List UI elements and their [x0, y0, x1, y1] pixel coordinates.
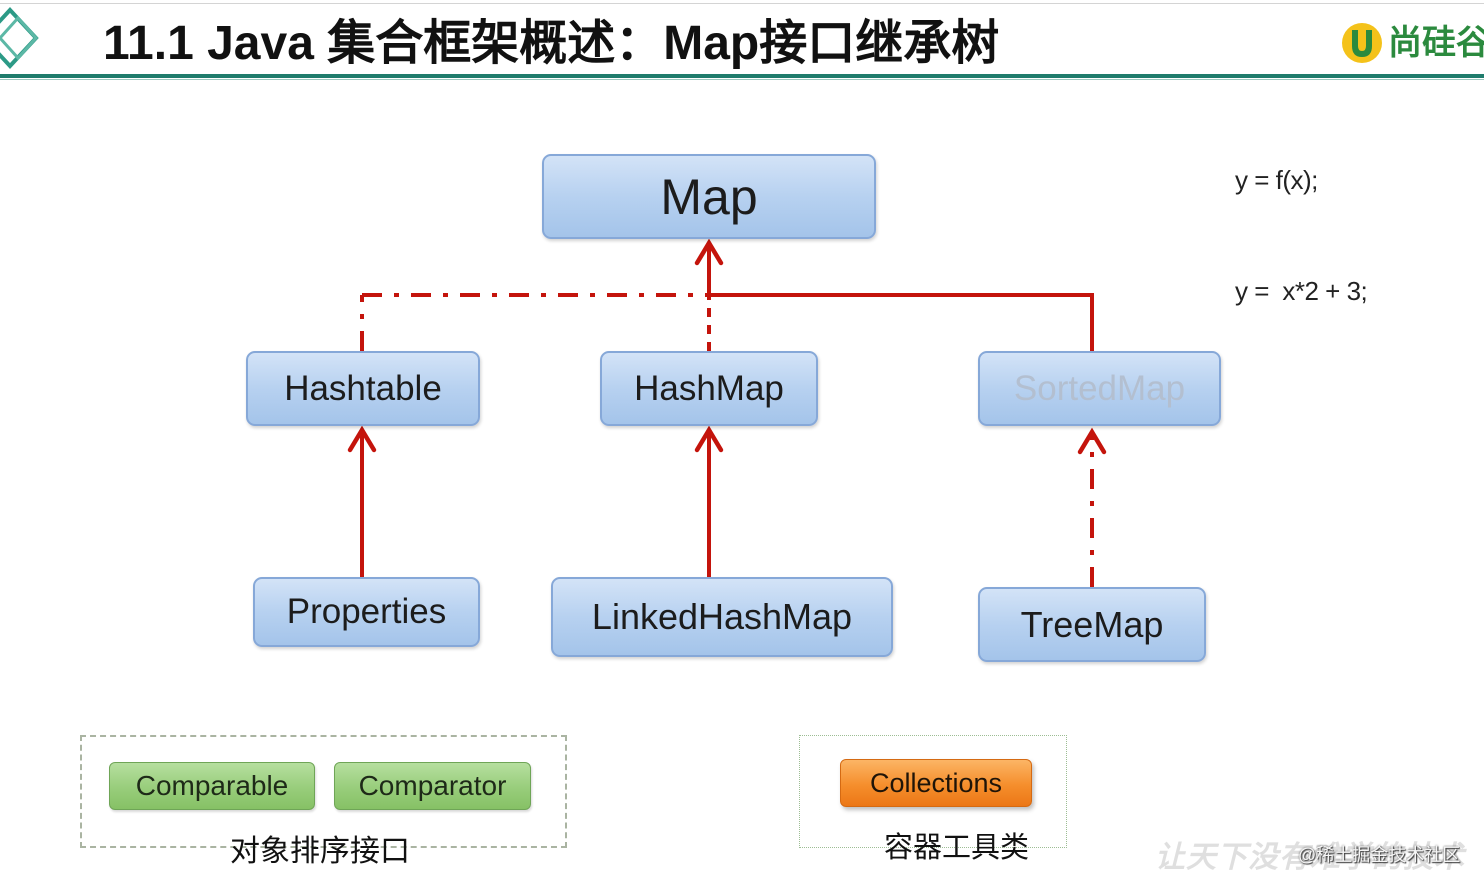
slogan-watermark: 让天下没有难学的技术 [1155, 840, 1465, 875]
node-properties: Properties [253, 577, 480, 647]
site-watermark: @稀土掘金技术社区 [1298, 845, 1461, 865]
arrowhead-sortedmap [1077, 427, 1107, 455]
node-map: Map [542, 154, 876, 239]
logo-text: 尚硅谷 [1388, 24, 1484, 62]
top-hairline [0, 3, 1484, 4]
header-rule [0, 74, 1484, 78]
node-hashmap: HashMap [600, 351, 818, 426]
edge-sortedmap-to-map [709, 293, 1094, 351]
diamond-icon [0, 7, 39, 69]
brand-logo: 尚硅谷 [1338, 18, 1484, 68]
collections-chip: Collections [840, 759, 1032, 807]
arrowhead-hashtable [347, 425, 377, 453]
container-tools-group [799, 735, 1067, 848]
arrowhead-map [694, 238, 724, 266]
u-logo-icon [1342, 23, 1382, 63]
node-sortedmap: SortedMap [978, 351, 1221, 426]
node-treemap: TreeMap [978, 587, 1206, 662]
slide-title: 11.1 Java 集合框架概述：Map接口继承树 [103, 17, 1000, 70]
container-tools-label: 容器工具类 [884, 832, 1030, 864]
formula-line-2: y = x*2 + 3; [1235, 276, 1368, 306]
node-hashtable: Hashtable [246, 351, 480, 426]
header-rule-light [0, 79, 1484, 80]
arrowhead-hashmap [694, 425, 724, 453]
node-linkedhashmap: LinkedHashMap [551, 577, 893, 657]
sorting-interfaces-label: 对象排序接口 [230, 835, 410, 868]
comparator-chip: Comparator [334, 762, 531, 810]
formula-note: y = f(x); y = x*2 + 3; [1235, 88, 1368, 347]
formula-line-1: y = f(x); [1235, 165, 1318, 195]
comparable-chip: Comparable [109, 762, 315, 810]
sorting-interfaces-group [80, 735, 567, 848]
